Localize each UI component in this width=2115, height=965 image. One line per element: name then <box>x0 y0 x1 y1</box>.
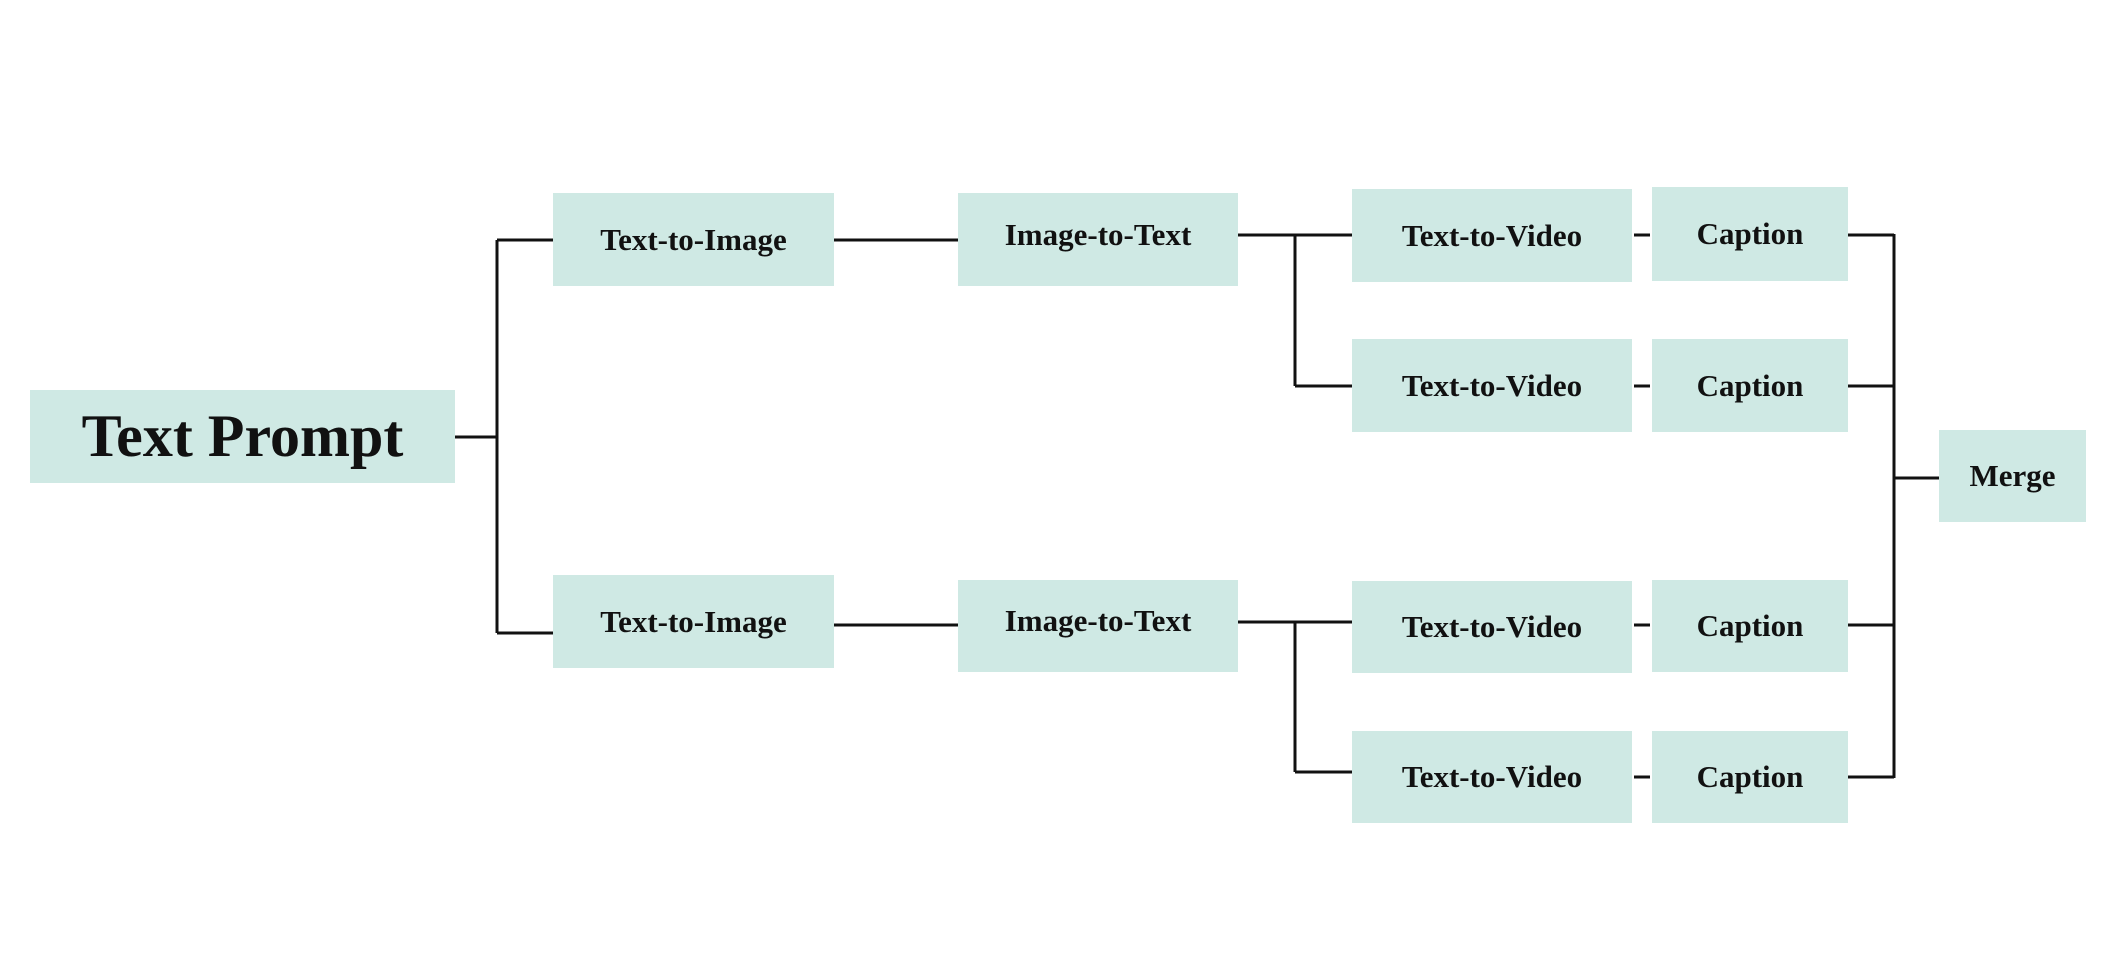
caption-node-3: Caption <box>1652 580 1848 672</box>
text-to-video-node-1: Text-to-Video <box>1352 189 1632 282</box>
caption-node-1: Caption <box>1652 187 1848 281</box>
caption-node-4: Caption <box>1652 731 1848 823</box>
caption-node-2: Caption <box>1652 339 1848 432</box>
text-to-image-node-2: Text-to-Image <box>553 575 834 668</box>
merge-node: Merge <box>1939 430 2086 522</box>
text-to-image-node-1: Text-to-Image <box>553 193 834 286</box>
text-prompt-node: Text Prompt <box>30 390 455 483</box>
image-to-text-node-2: Image-to-Text <box>958 580 1238 672</box>
text-to-video-node-2: Text-to-Video <box>1352 339 1632 432</box>
text-to-video-node-3: Text-to-Video <box>1352 581 1632 673</box>
image-to-text-node-1: Image-to-Text <box>958 193 1238 286</box>
text-to-video-node-4: Text-to-Video <box>1352 731 1632 823</box>
